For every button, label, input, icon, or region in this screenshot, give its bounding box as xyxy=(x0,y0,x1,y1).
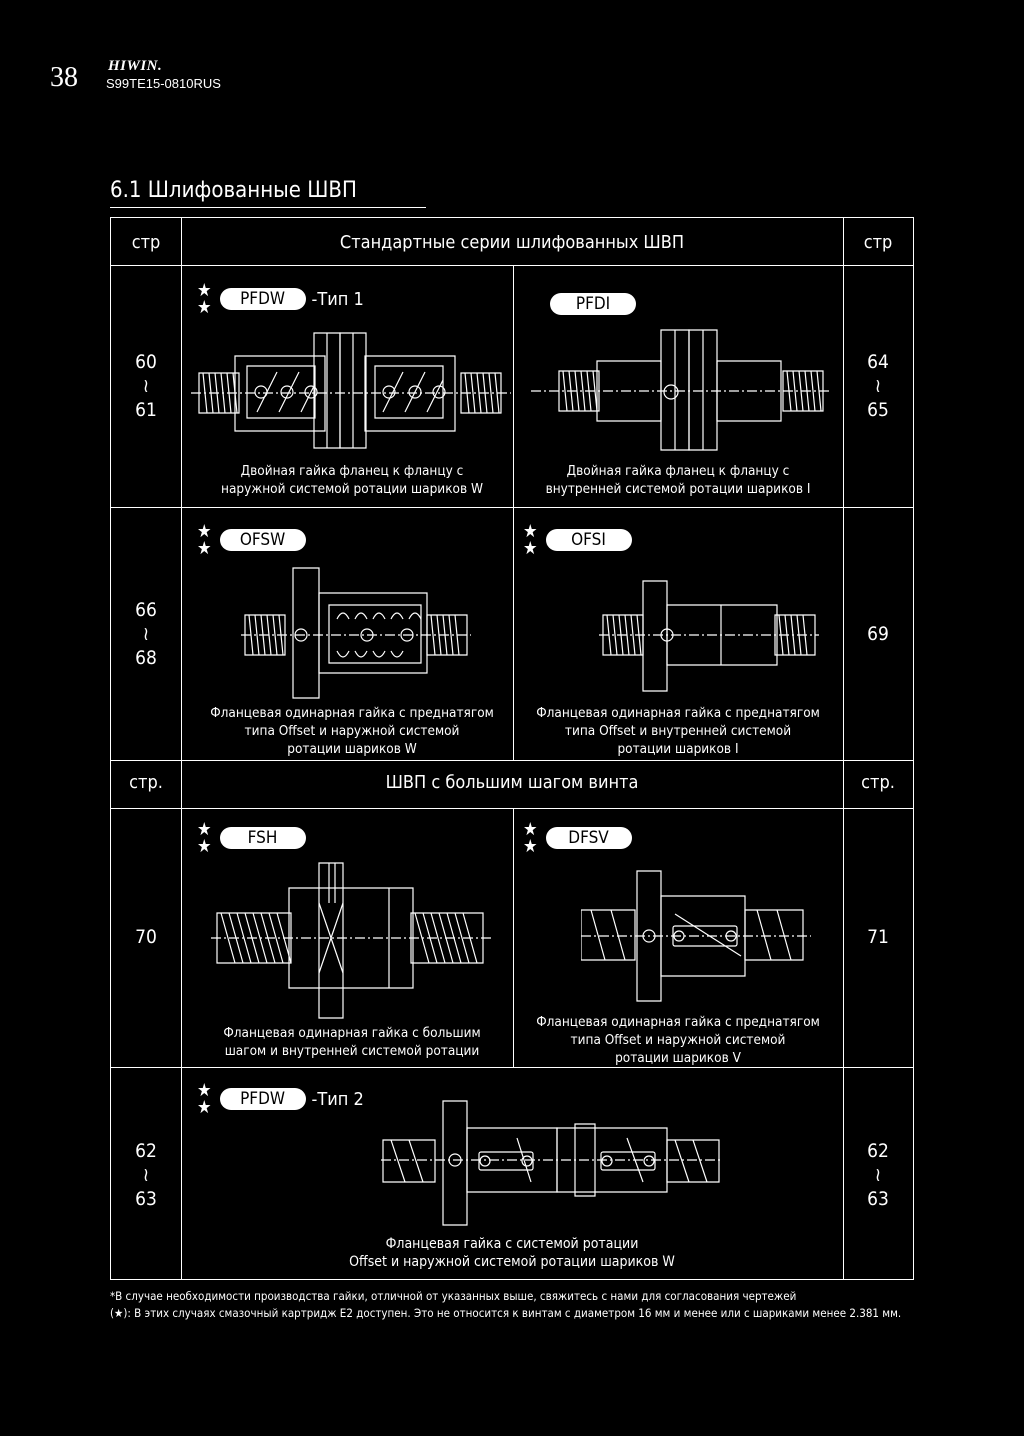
catalog-table: стр Стандартные серии шлифованных ШВП ст… xyxy=(110,217,914,1280)
model-suffix: -Тип 1 xyxy=(311,288,364,310)
dfsv-drawing xyxy=(581,868,811,1003)
header-high-lead: ШВП с большим шагом винта xyxy=(385,772,639,793)
model-badge: OFSW xyxy=(219,529,306,551)
product-label-pfdw-type2[interactable]: ★★ PFDW -Тип 2 xyxy=(197,1080,364,1118)
model-suffix: -Тип 2 xyxy=(311,1088,364,1110)
model-badge: OFSI xyxy=(545,529,632,551)
pfdw-type1-drawing xyxy=(191,318,511,458)
brand-logo: HIWIN. xyxy=(108,58,163,74)
caption-fsh: Фланцевая одинарная гайка с большим шаго… xyxy=(223,1025,481,1059)
page-ref-60-61[interactable]: 60 ≀ 61 xyxy=(135,351,157,421)
column-divider xyxy=(513,507,514,760)
header-page-left-2: стр. xyxy=(129,772,163,793)
page-ref-71[interactable]: 71 xyxy=(867,926,889,948)
page-ref-66-68[interactable]: 66 ≀ 68 xyxy=(135,599,157,669)
star-icons: ★★ xyxy=(197,1080,212,1118)
star-icons: ★★ xyxy=(197,521,212,559)
model-badge: PFDW xyxy=(219,288,306,310)
row-divider xyxy=(111,507,913,508)
column-divider xyxy=(181,218,182,1280)
page-ref-70[interactable]: 70 xyxy=(135,926,157,948)
star-icon: (★) xyxy=(110,1306,128,1320)
ofsw-drawing xyxy=(241,563,471,703)
section-underline xyxy=(110,207,426,208)
header-page-right-2: стр. xyxy=(861,772,895,793)
model-badge: DFSV xyxy=(545,827,632,849)
caption-pfdw-type1: Двойная гайка фланец к фланцу с наружной… xyxy=(221,463,483,497)
caption-pfdw-type2: Фланцевая гайка с системой ротации Offse… xyxy=(349,1236,675,1270)
page-ref-62-63-left[interactable]: 62 ≀ 63 xyxy=(135,1140,157,1210)
header-page-right: стр xyxy=(863,232,893,253)
star-icons: ★★ xyxy=(197,280,212,318)
product-label-ofsi[interactable]: ★★ OFSI xyxy=(523,521,632,559)
star-icons: ★★ xyxy=(523,819,538,857)
star-icons: ★★ xyxy=(197,819,212,857)
row-divider xyxy=(111,808,913,809)
column-divider xyxy=(513,265,514,507)
header-page-left: стр xyxy=(131,232,161,253)
product-label-dfsv[interactable]: ★★ DFSV xyxy=(523,819,632,857)
product-label-pfdi[interactable]: PFDI xyxy=(550,293,636,315)
row-divider xyxy=(111,1067,913,1068)
star-icons: ★★ xyxy=(523,521,538,559)
caption-ofsw: Фланцевая одинарная гайка с преднатягом … xyxy=(210,705,494,757)
model-badge: PFDI xyxy=(550,293,636,315)
column-divider xyxy=(843,218,844,1280)
product-label-ofsw[interactable]: ★★ OFSW xyxy=(197,521,306,559)
header-standard-series: Стандартные серии шлифованных ШВП xyxy=(339,232,685,253)
footnote-custom-nut: *В случае необходимости производства гай… xyxy=(110,1289,797,1303)
column-divider xyxy=(513,808,514,1067)
caption-dfsv: Фланцевая одинарная гайка с преднатягом … xyxy=(536,1014,820,1066)
document-code: S99TE15-0810RUS xyxy=(106,76,221,91)
row-divider xyxy=(111,265,913,266)
footnote-e2-cartridge: (★): В этих случаях смазочный картридж E… xyxy=(110,1306,902,1320)
caption-pfdi: Двойная гайка фланец к фланцу с внутренн… xyxy=(545,463,811,497)
ofsi-drawing xyxy=(599,578,819,693)
model-badge: PFDW xyxy=(219,1088,306,1110)
product-label-fsh[interactable]: ★★ FSH xyxy=(197,819,306,857)
caption-ofsi: Фланцевая одинарная гайка с преднатягом … xyxy=(536,705,820,757)
product-label-pfdw-type1[interactable]: ★★ PFDW -Тип 1 xyxy=(197,280,364,318)
model-badge: FSH xyxy=(219,827,306,849)
fsh-drawing xyxy=(211,858,491,1023)
page-ref-62-63-right[interactable]: 62 ≀ 63 xyxy=(867,1140,889,1210)
section-title: 6.1 Шлифованные ШВП xyxy=(110,178,357,203)
page-ref-69[interactable]: 69 xyxy=(867,623,889,645)
page-number: 38 xyxy=(50,62,78,93)
pfdw-type2-drawing xyxy=(381,1098,721,1228)
page-ref-64-65[interactable]: 64 ≀ 65 xyxy=(867,351,889,421)
row-divider xyxy=(111,760,913,761)
pfdi-drawing xyxy=(531,328,831,458)
